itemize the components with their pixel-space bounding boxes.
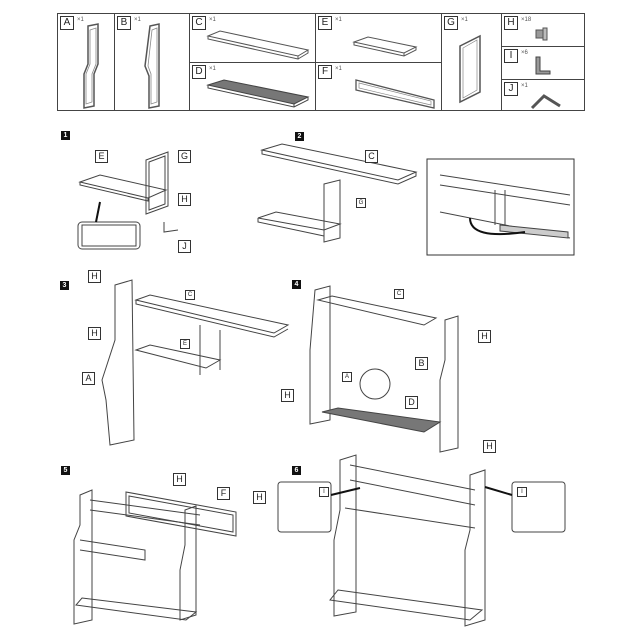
part-quantity: ×18 [521, 17, 532, 23]
part-label: F [318, 65, 332, 79]
l-bracket-icon [535, 56, 551, 75]
part-callout-i: I [319, 487, 329, 497]
part-quantity: ×1 [134, 17, 141, 23]
part-quantity: ×1 [521, 83, 528, 89]
part-callout-h: H [88, 327, 101, 340]
part-cell-i: I ×6 [502, 47, 585, 80]
part-callout-j: J [178, 240, 191, 253]
part-quantity: ×1 [335, 66, 342, 72]
part-callout-e: E [180, 339, 190, 349]
short-board-icon [352, 36, 418, 57]
part-cell-c: C ×1 [190, 14, 316, 63]
part-quantity: ×1 [209, 17, 216, 23]
part-quantity: ×1 [209, 66, 216, 72]
part-label: J [504, 82, 518, 96]
part-callout-g: G [178, 150, 191, 163]
part-callout-h: H [253, 491, 266, 504]
part-callout-h: H [483, 440, 496, 453]
side-frame-right-icon [144, 23, 160, 109]
step-number: 3 [60, 281, 69, 290]
part-label: E [318, 16, 332, 30]
allen-key-icon [530, 94, 561, 110]
part-callout-c: C [365, 150, 378, 163]
step-number: 6 [292, 466, 301, 475]
part-cell-a: A ×1 [58, 14, 115, 111]
part-label: C [192, 16, 206, 30]
step-number: 2 [295, 132, 304, 141]
rectangular-frame-icon [355, 79, 435, 109]
parts-table: A ×1 B ×1 C ×1 D ×1 E ×1 F ×1 G ×1 H ×18 [57, 13, 585, 111]
part-cell-e: E ×1 [316, 14, 442, 63]
part-cell-b: B ×1 [115, 14, 190, 111]
part-cell-g: G ×1 [442, 14, 502, 111]
step-number: 4 [292, 280, 301, 289]
part-callout-e: E [95, 150, 108, 163]
step-number: 1 [61, 131, 70, 140]
part-callout-d: D [405, 396, 418, 409]
part-cell-d: D ×1 [190, 63, 316, 111]
part-label: D [192, 65, 206, 79]
part-callout-f: F [217, 487, 230, 500]
upright-frame-icon [459, 34, 481, 104]
part-cell-j: J ×1 [502, 80, 585, 111]
part-label: B [117, 16, 131, 30]
part-label: H [504, 16, 518, 30]
mesh-shelf-icon [206, 79, 310, 108]
step-4-drawing [309, 285, 459, 453]
part-label: I [504, 49, 518, 63]
part-callout-h: H [178, 193, 191, 206]
part-quantity: ×1 [335, 17, 342, 23]
part-callout-h: H [88, 270, 101, 283]
part-callout-b: B [415, 357, 428, 370]
side-frame-left-icon [83, 23, 99, 109]
part-callout-h: H [478, 330, 491, 343]
long-board-icon [206, 30, 310, 60]
part-callout-a: A [342, 372, 352, 382]
part-label: A [60, 16, 74, 30]
step-number: 5 [61, 466, 70, 475]
part-callout-h: H [281, 389, 294, 402]
screw-icon [535, 27, 548, 41]
part-cell-f: F ×1 [316, 63, 442, 111]
part-quantity: ×6 [521, 50, 528, 56]
step-1-drawing [77, 151, 179, 250]
step-3-drawing [101, 279, 290, 446]
part-quantity: ×1 [461, 17, 468, 23]
part-callout-a: A [82, 372, 95, 385]
part-label: G [444, 16, 458, 30]
step-2-detail [426, 158, 575, 256]
part-callout-g: G [356, 198, 366, 208]
step-2-drawing [257, 143, 418, 243]
step-6-drawing [277, 454, 566, 627]
step-5-drawing [73, 489, 237, 625]
part-callout-h: H [173, 473, 186, 486]
part-callout-c: C [394, 289, 404, 299]
part-cell-h: H ×18 [502, 14, 585, 47]
part-callout-i: I [517, 487, 527, 497]
part-quantity: ×1 [77, 17, 84, 23]
part-callout-c: C [185, 290, 195, 300]
